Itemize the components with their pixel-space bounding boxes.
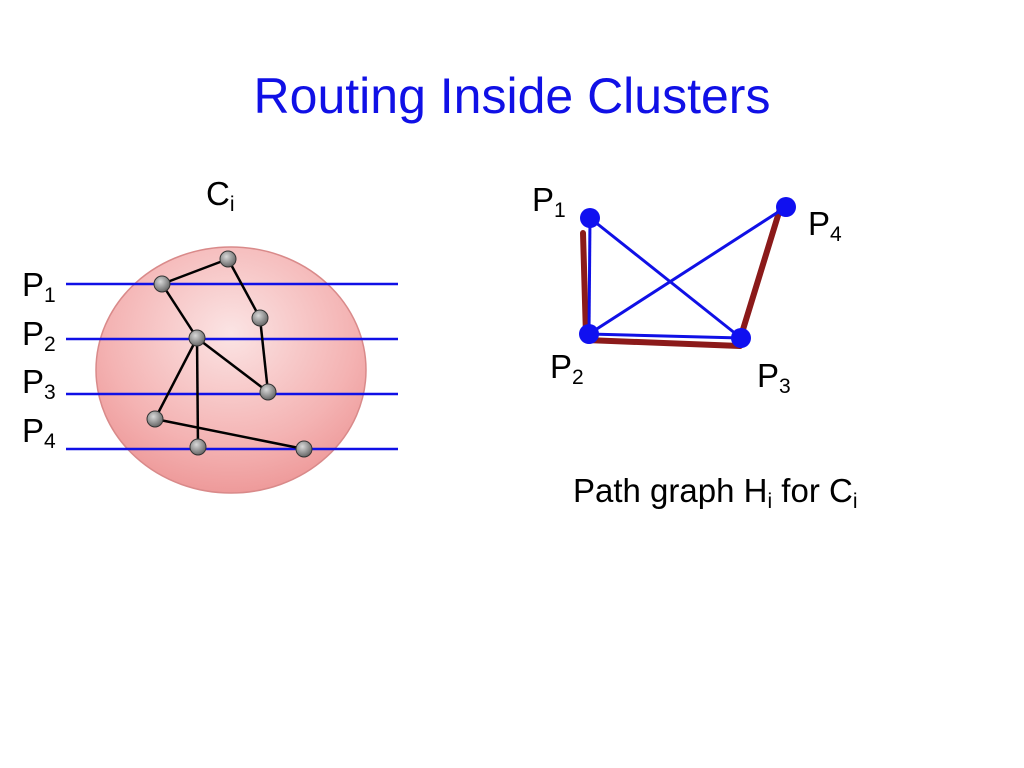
graph-label-p3: P3 [757,357,791,398]
cluster-node [259,383,277,401]
cluster-circle [95,246,367,494]
graph-edges [587,205,787,340]
graph-label-p1: P1 [532,181,566,222]
path-graph-caption: Path graph Hi for Ci [573,472,858,513]
graph-node-p4 [776,197,796,217]
highlight-edge-p1-p2 [580,230,589,339]
cluster-node [189,438,207,456]
graph-edge-p2-p3 [588,332,742,340]
cluster-node [188,329,206,347]
graph-label-p2: P2 [550,348,584,389]
highlight-edge-p2-p3 [583,337,743,349]
path-label-p2: P2 [22,315,56,356]
graph-label-p4: P4 [808,205,842,246]
cluster-node [153,275,171,293]
cluster-label: Ci [206,175,235,216]
graph-edge-p1-p3 [589,216,742,340]
cluster-edge [196,337,269,393]
graph-edge-p1-p2 [587,217,592,335]
graph-edge-p2-p4 [588,205,787,336]
graph-nodes [579,197,796,348]
cluster-edge [153,337,199,420]
graph-node-p1 [580,208,600,228]
path-label-p3: P3 [22,363,56,404]
cluster-edges [153,257,305,451]
cluster-node [251,309,269,327]
path-label-p4: P4 [22,412,56,453]
graph-node-p3 [731,328,751,348]
cluster-edge [226,258,262,319]
highlight-edge-p3-p4 [738,206,783,339]
path-label-p1: P1 [22,266,56,307]
cluster-edge [195,337,200,448]
cluster-edge [160,283,199,339]
cluster-node [219,250,237,268]
slide-title: Routing Inside Clusters [253,68,771,124]
cluster-node [146,410,164,428]
highlight-edges [580,206,783,349]
cluster-node [295,440,313,458]
cluster-edge [161,257,229,286]
cluster-nodes [146,250,313,458]
cluster-edge [258,317,270,393]
graph-node-p2 [579,324,599,344]
cluster-edge [154,417,305,451]
